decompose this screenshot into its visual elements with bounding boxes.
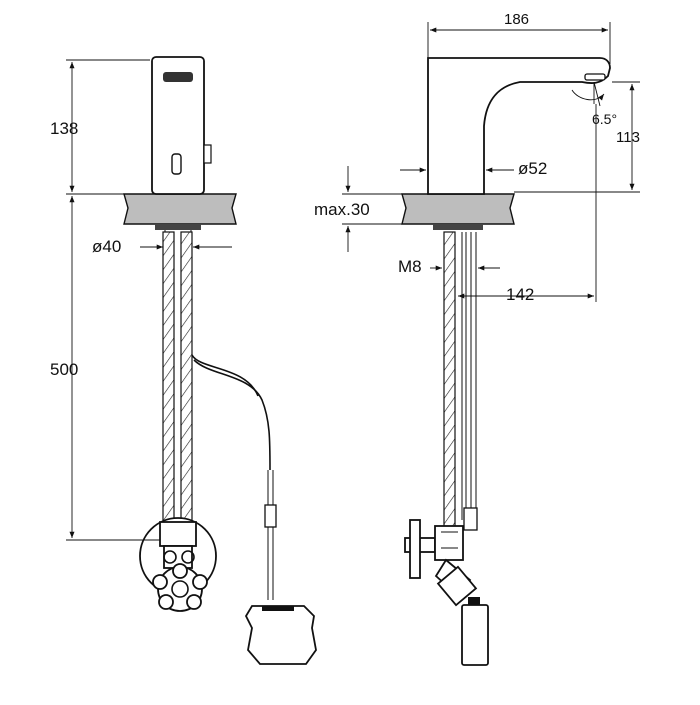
dim-front-pipe-length: 500 (50, 360, 78, 379)
front-hose-left (162, 231, 175, 523)
side-hose (443, 231, 456, 533)
dim-side-body-diameter: ø52 (518, 159, 547, 178)
dim-side-spout-height: 113 (616, 129, 640, 146)
dim-side-counter-thickness: max.30 (314, 200, 370, 219)
dim-side-thread: M8 (398, 257, 422, 276)
front-faucet-body (151, 56, 205, 195)
dim-front-height-above: 138 (50, 119, 78, 138)
front-handwheel (152, 563, 208, 612)
front-cable-connector (264, 504, 277, 528)
side-view (342, 22, 640, 666)
front-countertop (123, 193, 237, 225)
front-sensor-window (163, 72, 193, 82)
front-sensor-cable (193, 359, 271, 471)
dim-side-reach: 142 (506, 285, 534, 304)
front-hose-right (180, 231, 193, 523)
dim-front-thread-diameter: ø40 (92, 237, 121, 256)
side-countertop (401, 193, 515, 225)
side-valve (404, 519, 478, 607)
front-control-box (244, 605, 317, 665)
dim-side-width: 186 (504, 11, 529, 28)
dim-side-spout-angle: 6.5° (592, 111, 617, 127)
front-sensor-indicator (171, 153, 182, 175)
side-spout-aerator (584, 73, 606, 81)
front-view (66, 56, 317, 665)
side-mount-nut (433, 224, 483, 230)
side-angle-arc (571, 89, 605, 101)
side-control-box (461, 604, 489, 666)
front-mount-nut (155, 224, 201, 230)
front-side-button (203, 144, 212, 164)
